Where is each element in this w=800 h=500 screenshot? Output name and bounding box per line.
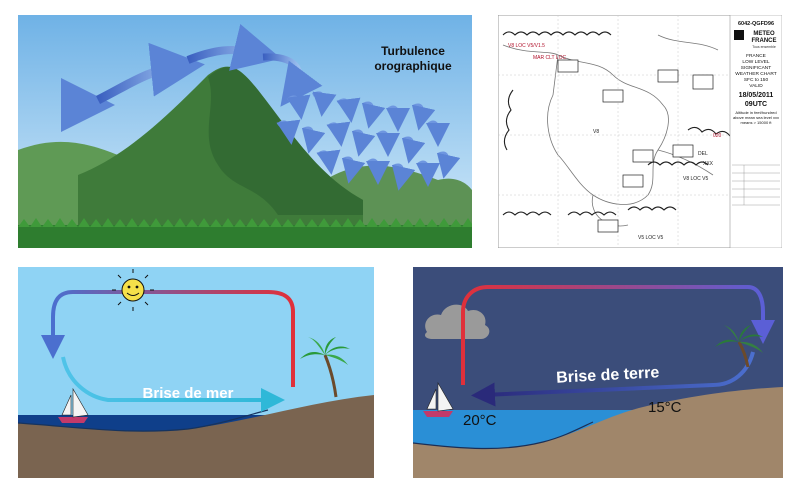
chart-legend: 6042-QGFD96 METEO FRANCE Tous ensemble F…	[730, 15, 782, 248]
chart-label-7: V8 LOC V5	[683, 176, 709, 182]
chart-label-4: V8	[593, 129, 599, 135]
brand-tag: Tous ensemble	[752, 45, 776, 49]
chart-line-2: LOW LEVEL	[742, 59, 770, 65]
chart-label-1: V8 LOC V5/V1.5	[508, 43, 545, 49]
forest	[18, 225, 472, 248]
significant-weather-chart: V8 LOC V5/V1.5 MAR CLT LOC 020 V8 DEL XX…	[498, 15, 782, 248]
orographic-turbulence-illustration: Turbulence orographique	[18, 15, 472, 248]
land-temperature: 15°C	[648, 399, 682, 416]
chart-line-3: SIGNIFICANT	[741, 65, 771, 71]
chart-line-4: WEATHER CHART	[735, 71, 776, 77]
chart-line-6: VALID	[749, 83, 763, 89]
chart-date: 18/05/2011	[739, 92, 774, 99]
turbulence-title-line2: orographique	[374, 59, 452, 73]
land-breeze-diagram: Brise de terre 20°C 15°C	[413, 267, 783, 478]
chart-label-5: DEL	[698, 151, 708, 157]
sea-breeze-diagram: Brise de mer	[18, 267, 374, 478]
turbulence-title-line1: Turbulence	[381, 44, 445, 58]
land-breeze-panel: Brise de terre 20°C 15°C	[413, 267, 783, 478]
chart-label-6: XXX	[703, 161, 714, 167]
chart-id: 6042-QGFD96	[738, 21, 774, 27]
weather-chart-panel: V8 LOC V5/V1.5 MAR CLT LOC 020 V8 DEL XX…	[498, 15, 782, 248]
brand-line1: METEO	[753, 31, 775, 37]
sea-temperature: 20°C	[463, 412, 497, 429]
chart-label-2: MAR CLT LOC	[533, 55, 567, 61]
chart-line-5: SFC to 150	[744, 77, 769, 83]
chart-time: 09UTC	[745, 101, 767, 108]
chart-label-8: V5 LOC V5	[638, 235, 664, 241]
orographic-turbulence-panel: Turbulence orographique	[18, 15, 472, 248]
brand-line2: FRANCE	[752, 38, 777, 44]
meteo-france-logo	[734, 30, 744, 40]
chart-line-1: FRANCE	[746, 53, 766, 59]
sea-breeze-panel: Brise de mer	[18, 267, 374, 478]
chart-note: Altitude in feet/hundred above mean sea …	[732, 110, 780, 125]
chart-label-3: 020	[713, 133, 722, 139]
sea-breeze-label: Brise de mer	[143, 385, 234, 402]
